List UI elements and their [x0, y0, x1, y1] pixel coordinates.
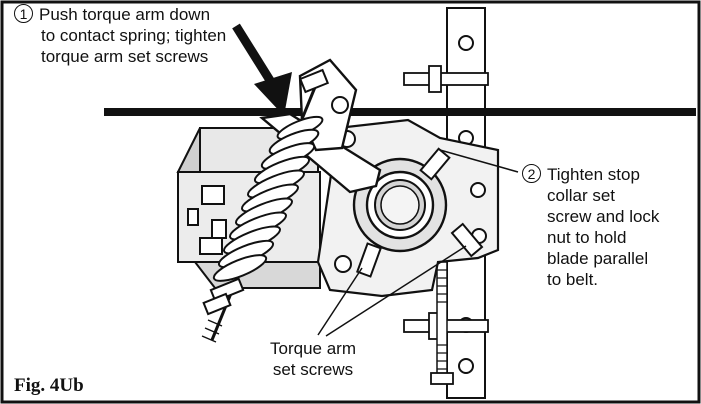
step-1-line-3: torque arm set screws — [41, 47, 209, 66]
torque-screws-line-2: set screws — [272, 360, 354, 379]
torque-screws-line-1: Torque arm — [270, 339, 356, 358]
stop-collar — [352, 157, 448, 253]
leader-line-screw-left — [317, 267, 363, 336]
set-screws — [356, 147, 484, 278]
figure-label: Fig. 4Ub — [14, 375, 84, 396]
step-1-number: 1 — [14, 4, 33, 23]
tension-spring — [201, 68, 330, 343]
callout-step-1: 1 Push torque arm down to contact spring;… — [14, 4, 226, 67]
step-2-line-1: Tighten stop — [547, 165, 640, 184]
callout-torque-screws: Torque arm set screws — [270, 338, 356, 380]
vertical-bracket — [403, 7, 489, 399]
step-2-line-3: screw and lock — [547, 207, 660, 226]
step-2-line-2: collar set — [547, 186, 616, 205]
push-down-arrow — [232, 23, 292, 116]
step-2-number: 2 — [522, 164, 541, 183]
leader-line-step2 — [439, 149, 519, 173]
leader-line-screw-right — [325, 245, 467, 337]
step-2-line-5: blade parallel — [547, 249, 649, 268]
belt-line — [104, 108, 696, 116]
step-1-line-2: to contact spring; tighten — [41, 26, 227, 45]
step-2-line-4: nut to hold — [547, 228, 627, 247]
step-2-line-6: to belt. — [547, 270, 599, 289]
step-1-line-1: Push torque arm down — [39, 5, 211, 24]
